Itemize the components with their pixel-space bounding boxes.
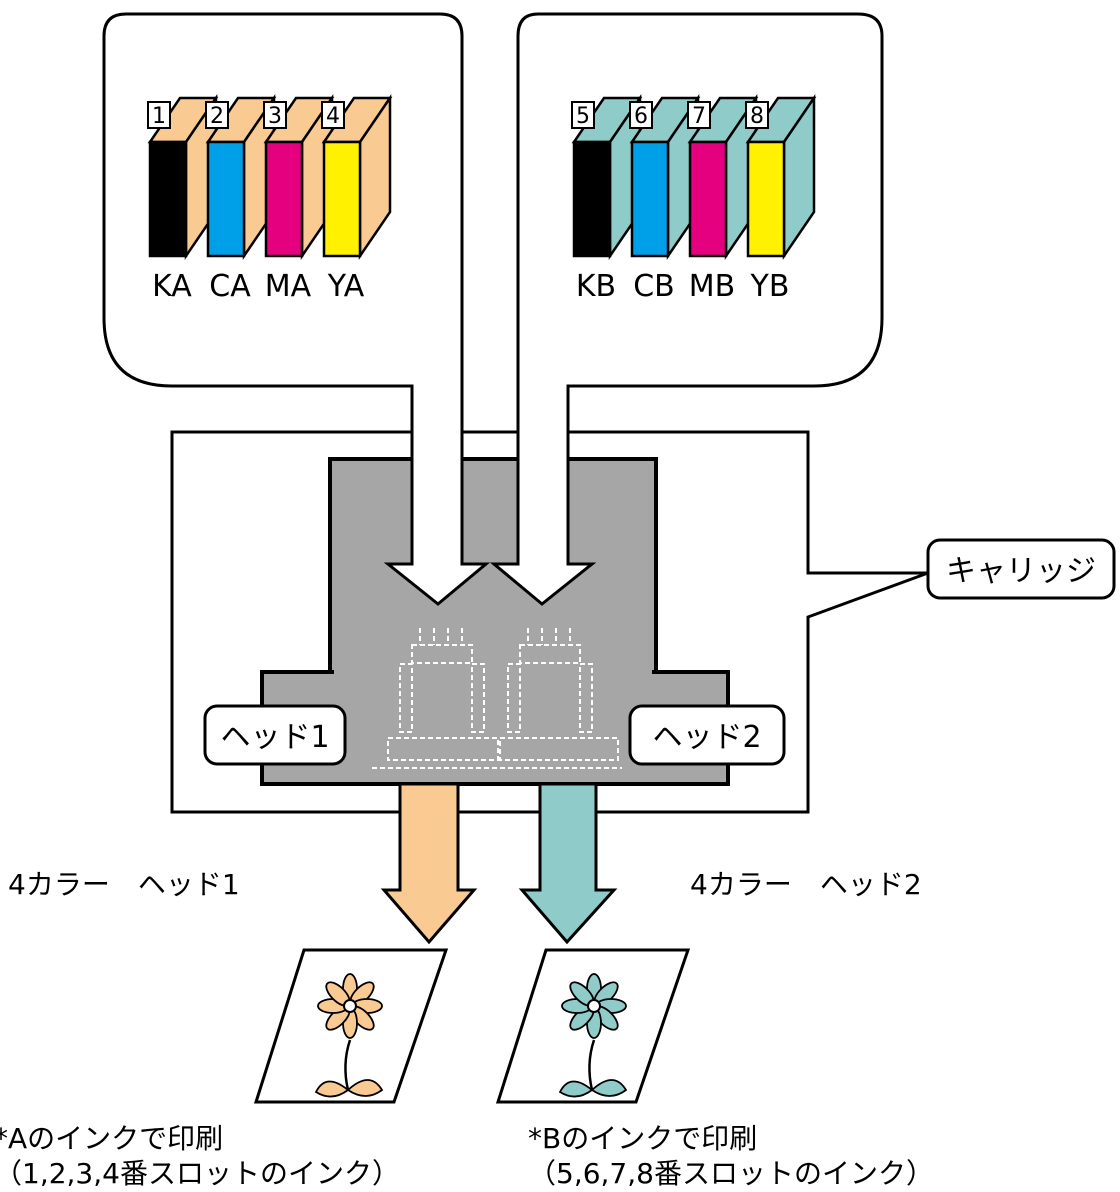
cartridge-1: [148, 140, 188, 258]
slot-5-badge: [571, 101, 595, 129]
slot-7-number: 7: [692, 104, 706, 129]
slot-8-number: 8: [750, 104, 764, 129]
slot-5-number: 5: [576, 104, 590, 129]
caption-b-line1: *Bのインクで印刷: [528, 1122, 757, 1155]
head1-label-box: [203, 704, 347, 766]
slot-1-label: KA: [152, 269, 192, 304]
mode-label-a: 4カラー ヘッド1: [8, 868, 240, 901]
slot-6-label: CB: [633, 269, 675, 304]
carriage-label-box: [926, 538, 1116, 600]
slot-3-badge: [263, 101, 287, 129]
slot-6-number: 6: [634, 104, 648, 129]
flower-a-icon: [314, 973, 384, 1098]
slot-7-label: MB: [689, 269, 735, 304]
cartridge-7: [688, 140, 728, 258]
slot-3-number: 3: [268, 104, 282, 129]
caption-b-line2: （5,6,7,8番スロットのインク）: [528, 1157, 934, 1190]
caption-a-line2: （1,2,3,4番スロットのインク）: [0, 1157, 400, 1190]
slot-4-label: YA: [327, 269, 365, 304]
cartridge-group-b: 5KB 6CB 7MB 8YB: [571, 93, 817, 304]
slot-7-badge: [687, 101, 711, 129]
head2-label: ヘッド2: [652, 720, 761, 755]
cartridge-8: [746, 140, 786, 258]
slot-2-label: CA: [209, 269, 251, 304]
cartridge-3: [264, 140, 304, 258]
output-arrow-b: [518, 782, 618, 945]
slot-1-badge: [147, 101, 171, 129]
slot-4-badge: [321, 101, 345, 129]
carriage-outline: [170, 430, 929, 814]
slot-1-number: 1: [152, 104, 166, 129]
slot-2-number: 2: [210, 104, 224, 129]
cartridge-2: [206, 140, 246, 258]
output-arrow-a: [380, 782, 478, 945]
slot-2-badge: [205, 101, 229, 129]
cartridge-6: [630, 140, 670, 258]
head2-label-box: [628, 704, 786, 766]
slot-3-label: MA: [265, 269, 312, 304]
head1-label: ヘッド1: [220, 720, 329, 755]
caption-a-line1: *Aのインクで印刷: [0, 1122, 223, 1155]
cartridge-group-a: 1KA 2CA 3MA 4YA: [147, 93, 393, 304]
slot-6-badge: [629, 101, 653, 129]
print-head-mechanism: [372, 628, 622, 769]
cartridge-4: [322, 140, 362, 258]
cartridge-5: [572, 140, 612, 258]
slot-5-label: KB: [576, 269, 616, 304]
flower-b-icon: [558, 973, 628, 1098]
slot-8-label: YB: [750, 269, 790, 304]
slot-4-number: 4: [326, 104, 340, 129]
carriage-body-upper: [328, 457, 658, 681]
carriage-label: キャリッジ: [946, 554, 1096, 589]
slot-8-badge: [745, 101, 769, 129]
mode-label-b: 4カラー ヘッド2: [690, 868, 922, 901]
